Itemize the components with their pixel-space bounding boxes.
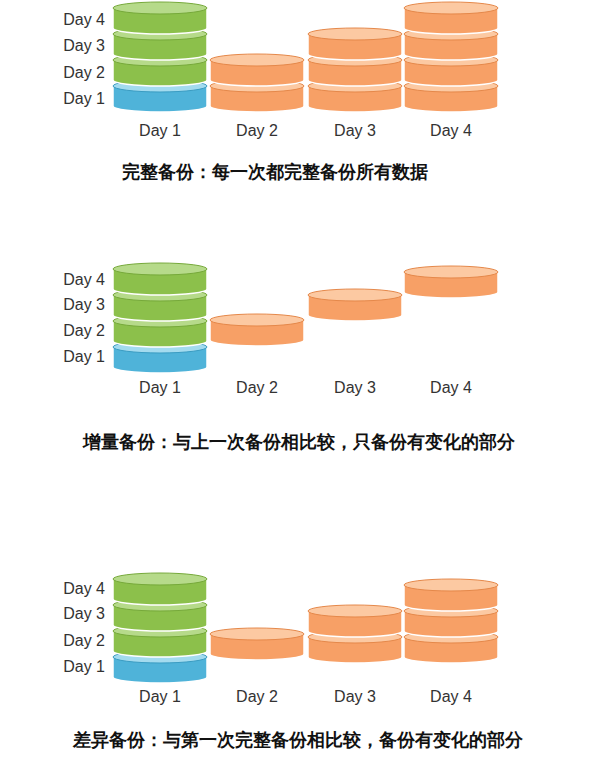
stack-day-label: Day 2 [63,64,105,82]
disk [210,628,304,660]
disk-top [308,605,402,617]
stack-day-label: Day 4 [63,11,105,29]
stack-day-label: Day 3 [63,605,105,623]
stack-day-label: Day 1 [63,658,105,676]
disk [404,266,498,298]
disk [404,579,498,611]
disk-top [210,628,304,640]
axis-day-label: Day 1 [139,122,181,140]
axis-day-label: Day 4 [430,688,472,706]
disk-top [210,314,304,326]
axis-day-label: Day 2 [236,688,278,706]
stack-day-label: Day 3 [63,296,105,314]
axis-day-label: Day 3 [334,688,376,706]
caption-text: 差异备份：与第一次完整备份相比较，备份有变化的部分 [73,730,523,751]
disk-top [210,54,304,66]
disk [210,314,304,346]
disk-top [404,579,498,591]
axis-day-label: Day 3 [334,122,376,140]
stack-day-label: Day 2 [63,322,105,340]
caption-text: 增量备份：与上一次备份相比较，只备份有变化的部分 [83,432,515,453]
disk-top [113,263,207,275]
axis-day-label: Day 4 [430,122,472,140]
axis-day-label: Day 2 [236,379,278,397]
stack-day-label: Day 3 [63,37,105,55]
disk [113,263,207,295]
disk [113,2,207,34]
disk [308,28,402,60]
stack-day-label: Day 1 [63,348,105,366]
disk [113,573,207,605]
disk [210,54,304,86]
disk [308,289,402,321]
disk [308,605,402,637]
stack-day-label: Day 2 [63,632,105,650]
stack-day-label: Day 4 [63,580,105,598]
axis-day-label: Day 4 [430,379,472,397]
disk-top [404,266,498,278]
disk-top [113,2,207,14]
disk [404,2,498,34]
axis-day-label: Day 1 [139,379,181,397]
stack-day-label: Day 4 [63,271,105,289]
disk-top [404,2,498,14]
disk-top [308,28,402,40]
caption-text: 完整备份：每一次都完整备份所有数据 [122,162,428,183]
axis-day-label: Day 2 [236,122,278,140]
axis-day-label: Day 1 [139,688,181,706]
stack-day-label: Day 1 [63,90,105,108]
axis-day-label: Day 3 [334,379,376,397]
disk-top [113,573,207,585]
disk-top [308,289,402,301]
